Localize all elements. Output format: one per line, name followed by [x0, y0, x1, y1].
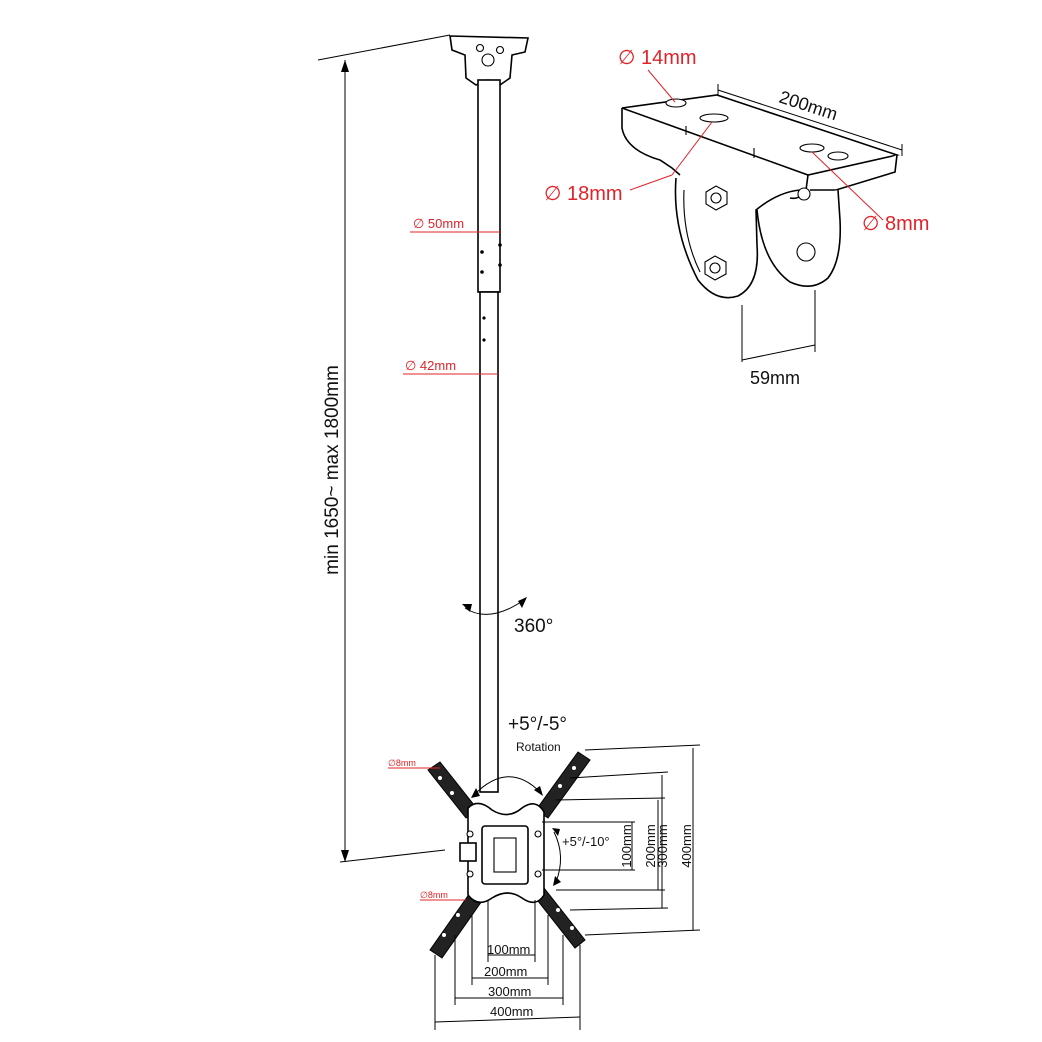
h-spacing-100: 100mm [487, 942, 530, 957]
tv-bracket: +5°/-5° Rotation [388, 714, 701, 1030]
hole-large-label: ∅ 14mm [618, 47, 697, 69]
swivel-label: 360° [514, 616, 553, 637]
bolt-icon [704, 255, 727, 281]
bracket-arm-top-right [535, 751, 591, 819]
vertical-dimensions: 100mm 200mm 300mm 400mm [542, 744, 701, 936]
hole-slot-label: ∅ 18mm [544, 183, 623, 205]
v-spacing-400: 400mm [679, 824, 694, 867]
ceiling-plate-detail: 200mm 59mm ∅ 14mm ∅ 18mm ∅ 8mm [544, 47, 929, 388]
height-label: min 1650~ max 1800mm [322, 365, 343, 575]
horizontal-dimensions: 100mm 200mm 300mm 400mm [434, 900, 581, 1030]
v-spacing-100: 100mm [619, 824, 634, 867]
height-dimension: min 1650~ max 1800mm [317, 34, 451, 863]
rotation-value: +5°/-5° [508, 714, 567, 735]
bolt-icon [705, 185, 728, 211]
h-spacing-200: 200mm [484, 964, 527, 979]
tilt-arrow-icon [553, 831, 561, 883]
screw-bottom-label: ∅8mm [420, 890, 448, 900]
rotation-label: Rotation [516, 740, 561, 754]
lower-diameter-label: ∅ 42mm [405, 358, 456, 373]
pole: ∅ 50mm ∅ 42mm 360° [403, 35, 553, 793]
hole-small-label: ∅ 8mm [862, 213, 929, 235]
tilt-label: +5°/-10° [562, 834, 610, 849]
v-spacing-200: 200mm [643, 824, 658, 867]
h-spacing-400: 400mm [490, 1004, 533, 1019]
rotation-arrow-icon [473, 776, 541, 796]
v-spacing-300: 300mm [655, 824, 670, 867]
h-spacing-300: 300mm [488, 984, 531, 999]
upper-diameter-label: ∅ 50mm [413, 216, 464, 231]
clamp-gap-label: 59mm [750, 368, 800, 388]
screw-top-label: ∅8mm [388, 758, 416, 768]
